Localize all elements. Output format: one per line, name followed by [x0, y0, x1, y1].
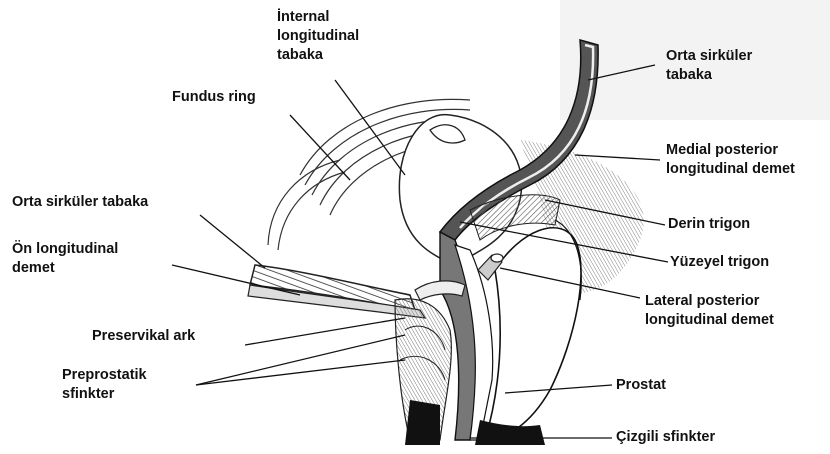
- label-prostat: Prostat: [616, 376, 666, 395]
- label-derin-trigon: Derin trigon: [668, 215, 750, 234]
- label-orta-sirkuler-left: Orta sirküler tabaka: [12, 193, 148, 212]
- label-fundus-ring: Fundus ring: [172, 88, 256, 107]
- label-cizgili-sfinkter: Çizgili sfinkter: [616, 428, 715, 447]
- label-medial-posterior: Medial posterior longitudinal demet: [666, 141, 795, 179]
- label-orta-sirkuler-right: Orta sirküler tabaka: [666, 47, 752, 85]
- label-internal-longitudinal: İnternal longitudinal tabaka: [277, 8, 359, 65]
- label-lateral-posterior: Lateral posterior longitudinal demet: [645, 292, 774, 330]
- label-yuzeyel-trigon: Yüzeyel trigon: [670, 253, 769, 272]
- label-preprostatik: Preprostatik sfinkter: [62, 366, 147, 404]
- label-preservikal-ark: Preservikal ark: [92, 327, 195, 346]
- label-on-longitudinal: Ön longitudinal demet: [12, 240, 118, 278]
- striated-sphincter-left: [405, 400, 440, 445]
